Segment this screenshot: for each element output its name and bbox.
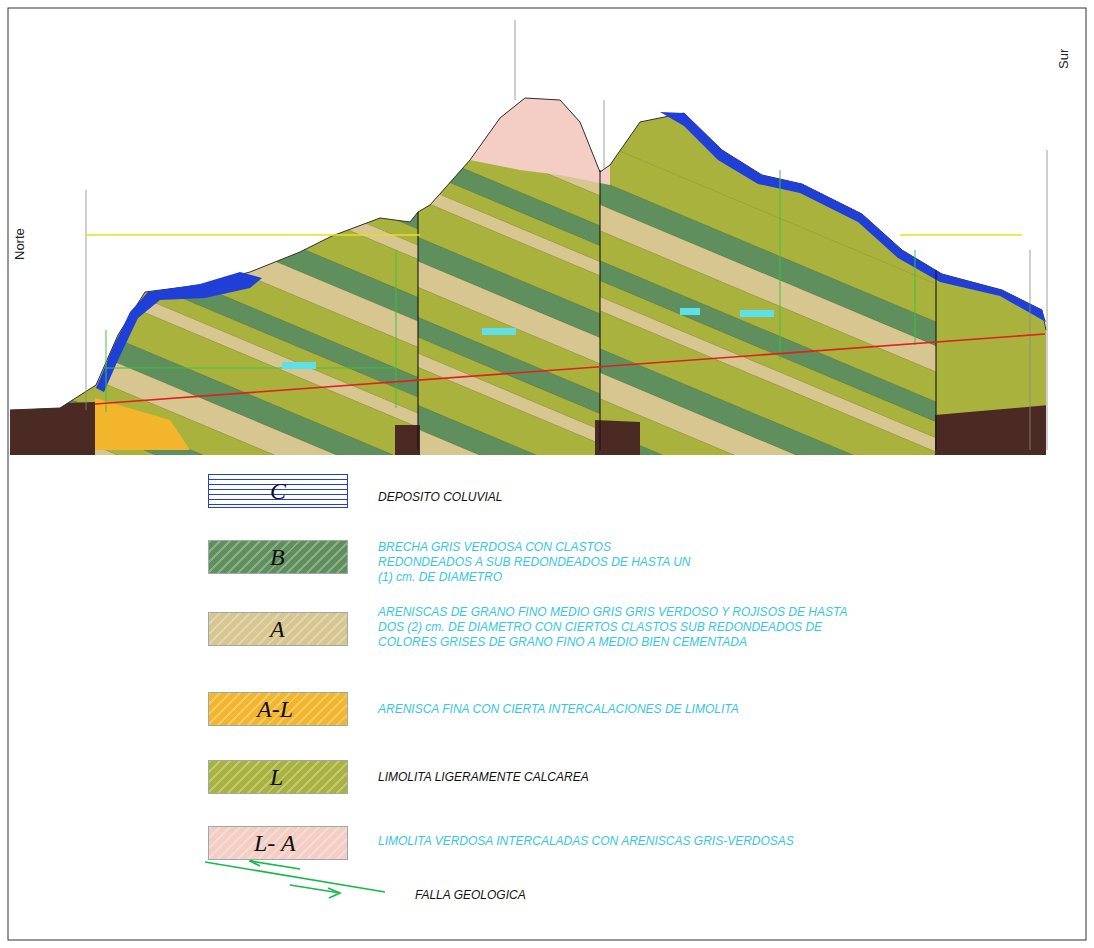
stratum-band [0,0,418,129]
legend-letter: A [270,616,285,643]
stratum-band [0,34,418,230]
direction-label: Norte [12,228,27,260]
stratum-band [936,583,1060,649]
legend-text: BRECHA GRIS VERDOSA CON CLASTOS REDONDEA… [378,540,708,585]
stratum-band [418,673,600,765]
cyan-tags [282,308,774,369]
level-lines [86,234,1022,235]
reference-verticals [86,20,1047,450]
stratum-band [0,370,418,566]
stratum-band [600,373,936,540]
legend-text: LIMOLITA VERDOSA INTERCALADAS CON ARENIS… [378,834,938,849]
stratum-band [0,340,418,546]
stratum-band [936,567,1060,635]
stratum-band [936,751,1060,817]
red-section-line [95,334,1045,404]
stratum-band [600,647,936,826]
stratum-band [0,290,418,490]
fault-symbol [205,856,385,898]
fault-lines [418,170,936,450]
legend-text: LIMOLITA LIGERAMENTE CALCAREA [378,770,938,785]
stratum-band [600,465,936,620]
stratum-band [0,54,418,246]
stratum-band [0,482,418,684]
legend-letter: A-L [257,696,293,723]
stratum-band [418,653,600,749]
stratum-band [0,390,418,582]
stratum-band [936,659,1060,737]
stratum-band [418,429,600,531]
stratum-band [936,883,1060,948]
stratum-band [936,491,1060,569]
stratum-band [936,765,1060,855]
stratum-band [936,635,1060,711]
stratum-band [936,735,1060,803]
legend-text: ARENISCAS DE GRANO FINO MEDIO GRIS GRIS … [378,605,858,650]
legend-text: FALLA GEOLOGICA [415,888,975,903]
legend-letter: B [270,544,285,571]
direction-label: Sur [1056,49,1071,69]
stratum-band [936,547,1060,619]
legend-letter: L [270,764,283,791]
stratum-band [936,467,1060,543]
stratum-band [936,517,1060,599]
stratum-band [936,827,1060,905]
stratum-band [936,685,1060,767]
legend-letter: C [270,478,286,505]
stratum-band [600,399,936,570]
stratum-band [600,709,936,876]
stratum-band [936,715,1060,787]
stratum-band [0,0,418,179]
stratum-band [936,853,1060,935]
stratum-band [0,70,418,260]
stratum-band [600,735,936,906]
legend-letter: L- A [254,830,296,857]
stratum-band [0,0,418,153]
stratum-band [0,508,418,714]
stratum-band [0,458,418,658]
colluvial-deposit [96,272,262,392]
stratum-band [936,597,1060,687]
stratum-band [0,202,418,398]
stratum-band [0,4,418,210]
frame [8,8,1086,940]
legend-text: DEPOSITO COLUVIAL [378,490,938,505]
borehole-lines [106,170,915,412]
stratum-band [600,449,936,606]
legend-text: ARENISCA FINA CON CIERTA INTERCALACIONES… [378,702,938,717]
stratum-band [0,84,418,298]
stratum-band [600,517,936,682]
colluvial-deposit [660,112,1046,322]
stratum-band [936,903,1060,948]
stratum-band [0,314,418,516]
stratum-band [936,803,1060,879]
